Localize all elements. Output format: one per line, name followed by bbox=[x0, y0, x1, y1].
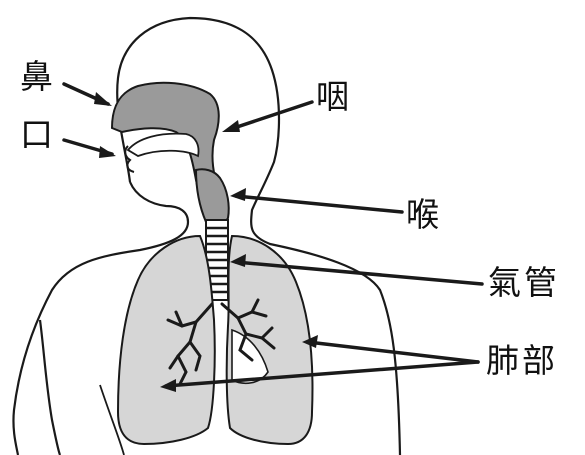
label-trachea: 氣管 bbox=[488, 266, 560, 299]
label-larynx: 喉 bbox=[406, 198, 442, 231]
label-lungs: 肺部 bbox=[486, 344, 558, 377]
arrowhead-nose bbox=[94, 92, 112, 106]
arrowhead-mouth bbox=[99, 146, 116, 158]
arrow-larynx bbox=[236, 196, 402, 212]
arrowhead-larynx bbox=[230, 188, 246, 201]
oral-cavity bbox=[128, 134, 199, 156]
label-pharynx: 咽 bbox=[316, 80, 352, 113]
label-mouth: 口 bbox=[20, 118, 56, 151]
label-nose: 鼻 bbox=[20, 60, 56, 93]
arrowhead-pharynx bbox=[222, 120, 240, 132]
lung-left bbox=[118, 236, 215, 444]
larynx-shape bbox=[196, 169, 229, 225]
arrow-pharynx bbox=[228, 102, 312, 130]
